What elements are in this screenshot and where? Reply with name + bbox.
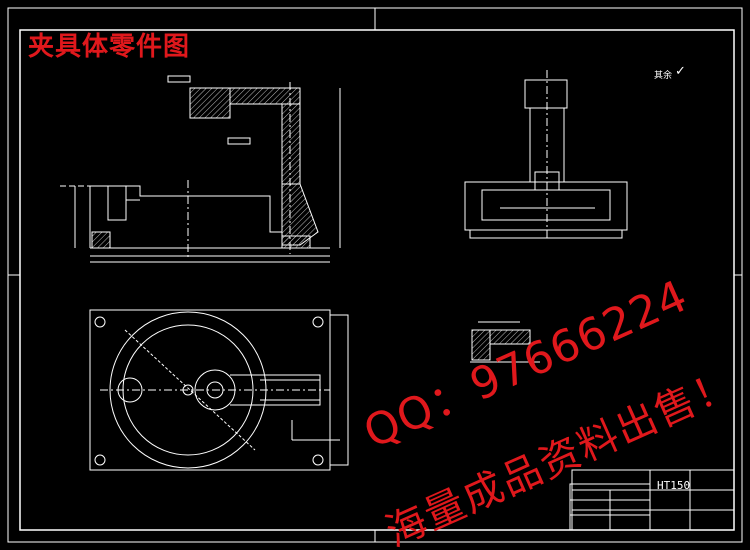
title-block-material: HT150 [657,479,691,492]
section-detail [470,321,540,363]
front-view [60,75,341,263]
surface-roughness-label: 其余 [654,71,673,81]
drawing-title: 夹具体零件图 [28,32,191,62]
surface-roughness-icon: ✓ [675,64,686,79]
sheet-border [7,7,743,543]
side-view [464,70,628,240]
top-view [89,309,349,471]
title-block [569,469,735,531]
